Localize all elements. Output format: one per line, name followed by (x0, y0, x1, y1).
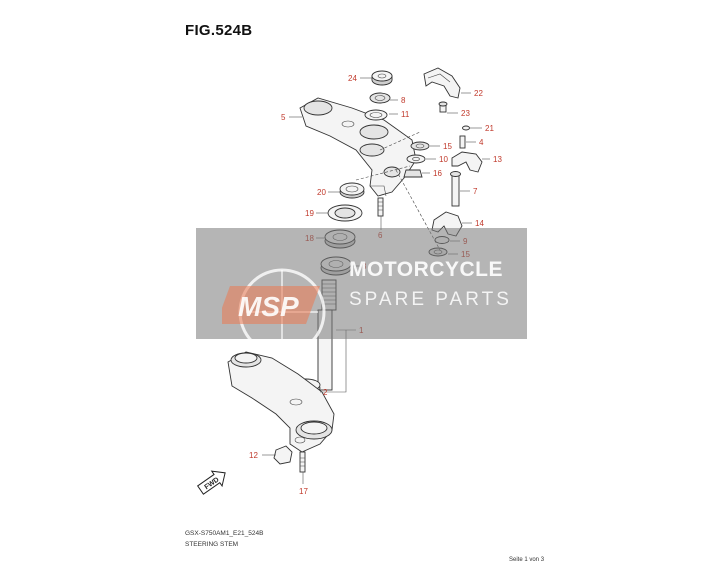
callout-24: 24 (348, 74, 357, 83)
callout-15-upper: 15 (443, 142, 452, 151)
callout-17: 17 (299, 487, 308, 496)
race-19-part (327, 204, 363, 222)
watermark-line-2: SPARE PARTS (349, 289, 512, 310)
washer-11-part (364, 109, 388, 121)
callout-14: 14 (475, 219, 484, 228)
bolt-23-part (438, 101, 448, 113)
callout-21: 21 (485, 124, 494, 133)
washer-10-part (406, 154, 426, 164)
washer-15-upper-part (410, 141, 430, 151)
cap-21-part (462, 125, 470, 131)
holder-13-part (451, 151, 483, 173)
nut-16-part (403, 169, 423, 178)
callout-19: 19 (305, 209, 314, 218)
callout-10: 10 (439, 155, 448, 164)
callout-12: 12 (249, 451, 258, 460)
lower-bracket-part (227, 351, 335, 453)
callout-2: 2 (323, 388, 328, 397)
callout-11: 11 (401, 110, 410, 119)
callout-13: 13 (493, 155, 502, 164)
figure-subtitle: STEERING STEM (185, 541, 239, 548)
bolt-4-part (459, 135, 466, 149)
handlebar-clamp-part (423, 67, 461, 99)
callout-22: 22 (474, 89, 483, 98)
callout-20: 20 (317, 188, 326, 197)
watermark-line-1: MOTORCYCLE (349, 258, 503, 281)
nut-8-part (369, 92, 391, 104)
callout-8: 8 (401, 96, 406, 105)
callout-16: 16 (433, 169, 442, 178)
callout-4: 4 (479, 138, 484, 147)
callout-5: 5 (281, 113, 286, 122)
upper-bracket-part (299, 97, 417, 197)
fwd-arrow-label: FWD (203, 476, 220, 491)
msp-logo-icon: MSP (222, 268, 326, 356)
figure-title: FIG.524B (185, 22, 253, 39)
seal-20-part (339, 182, 365, 199)
callout-7: 7 (473, 187, 478, 196)
page-number: Seite 1 von 3 (509, 557, 545, 563)
bolt-17-part (299, 451, 306, 473)
cap-24-part (371, 70, 393, 86)
fwd-arrow-icon: FWD (196, 470, 226, 495)
model-code: GSX-S750AM1_E21_524B (185, 530, 264, 537)
msp-logo-text: MSP (238, 291, 299, 322)
bolt-7-part (450, 171, 461, 207)
bolt-6-part (377, 197, 384, 217)
callout-23: 23 (461, 109, 470, 118)
cap-12-part (273, 445, 293, 465)
